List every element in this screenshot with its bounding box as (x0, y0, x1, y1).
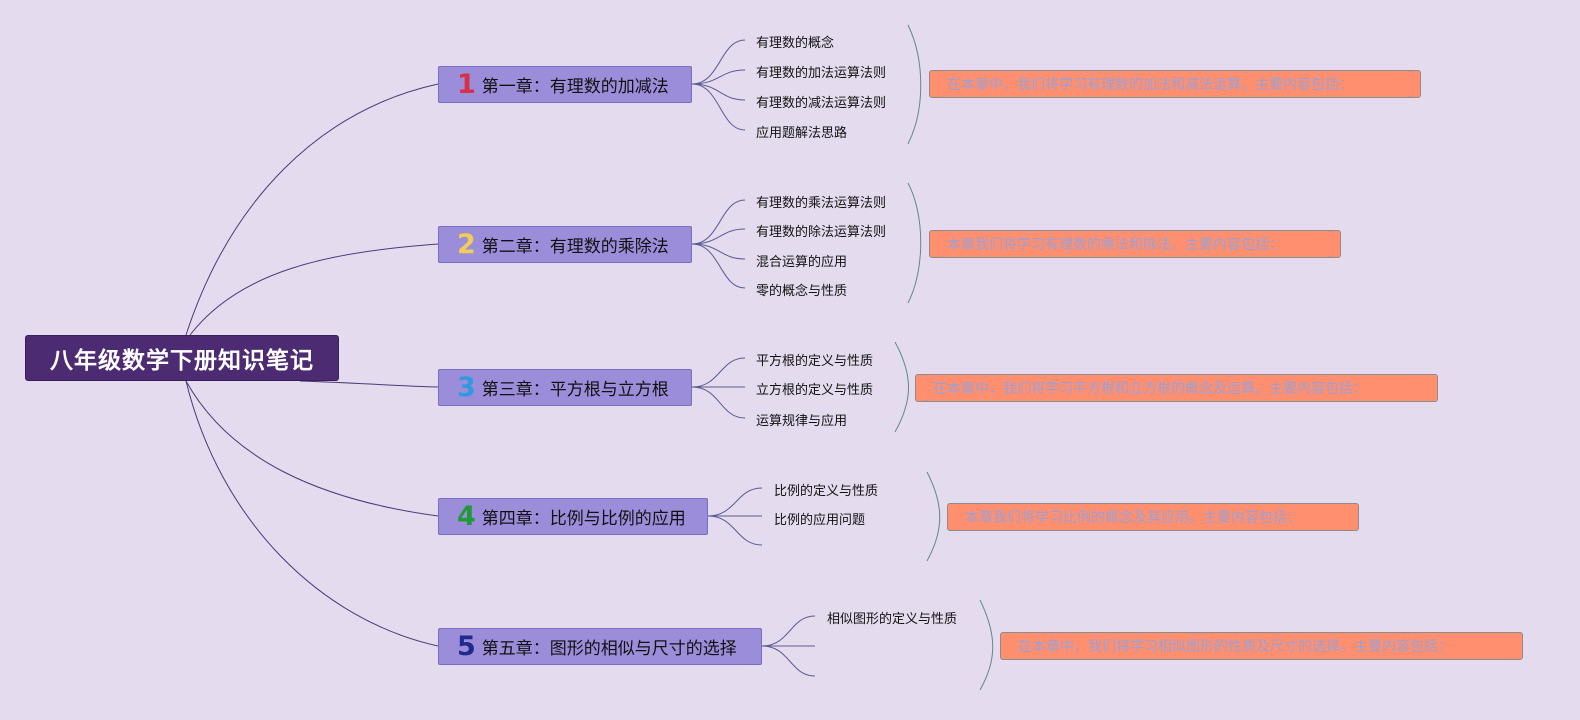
root-node[interactable]: 八年级数学下册知识笔记 (25, 335, 339, 381)
chapter-node-1[interactable]: 1 第一章：有理数的加减法 (438, 66, 692, 103)
topic-node[interactable]: 混合运算的应用 (756, 255, 848, 270)
chapter-title-1: 第一章：有理数的加减法 (481, 77, 669, 97)
topic-node[interactable]: 有理数的除法运算法则 (756, 225, 887, 240)
chapter-summary-1[interactable]: 在本章中，我们将学习有理数的加法和减法运算。主要内容包括： (929, 70, 1421, 98)
chapter-summary-5[interactable]: 在本章中，我们将学习相似图形的性质及尺寸的选择。主要内容包括： (1000, 632, 1523, 660)
topic-node[interactable]: 比例的应用问题 (774, 513, 866, 528)
topic-node[interactable]: 相似图形的定义与性质 (827, 612, 958, 627)
chapter-title-2: 第二章：有理数的乘除法 (481, 237, 669, 257)
chapter-node-4[interactable]: 4 第四章：比例与比例的应用 (438, 498, 708, 535)
chapter-title-3: 第三章：平方根与立方根 (481, 380, 669, 400)
chapter-node-3[interactable]: 3 第三章：平方根与立方根 (438, 369, 692, 406)
topic-node[interactable]: 比例的定义与性质 (774, 484, 879, 499)
chapter-summary-2[interactable]: 本章我们将学习有理数的乘法和除法。主要内容包括： (929, 230, 1341, 258)
chapter-number-4: 4 (457, 501, 476, 532)
topic-node[interactable]: 应用题解法思路 (756, 126, 848, 141)
topic-node[interactable]: 有理数的概念 (756, 36, 835, 51)
topic-node[interactable]: 运算规律与应用 (756, 414, 848, 429)
chapter-number-3: 3 (457, 372, 476, 403)
chapter-number-1: 1 (457, 69, 476, 100)
chapter-summary-3[interactable]: 在本章中，我们将学习平方根和立方根的概念及运算。主要内容包括： (915, 374, 1438, 402)
chapter-title-4: 第四章：比例与比例的应用 (481, 509, 686, 529)
chapter-node-2[interactable]: 2 第二章：有理数的乘除法 (438, 226, 692, 263)
topic-node[interactable]: 有理数的乘法运算法则 (756, 196, 887, 211)
topic-node[interactable]: 有理数的加法运算法则 (756, 66, 887, 81)
topic-node[interactable]: 有理数的减法运算法则 (756, 96, 887, 111)
chapter-node-5[interactable]: 5 第五章：图形的相似与尺寸的选择 (438, 628, 762, 665)
topic-node[interactable]: 平方根的定义与性质 (756, 354, 874, 369)
chapter-number-2: 2 (457, 229, 476, 260)
chapter-summary-4[interactable]: 本章我们将学习比例的概念及其应用。主要内容包括： (947, 503, 1359, 531)
topic-node[interactable]: 立方根的定义与性质 (756, 383, 874, 398)
chapter-title-5: 第五章：图形的相似与尺寸的选择 (481, 639, 737, 659)
root-title: 八年级数学下册知识笔记 (50, 348, 314, 374)
topic-node[interactable]: 零的概念与性质 (756, 284, 848, 299)
chapter-number-5: 5 (457, 631, 476, 662)
